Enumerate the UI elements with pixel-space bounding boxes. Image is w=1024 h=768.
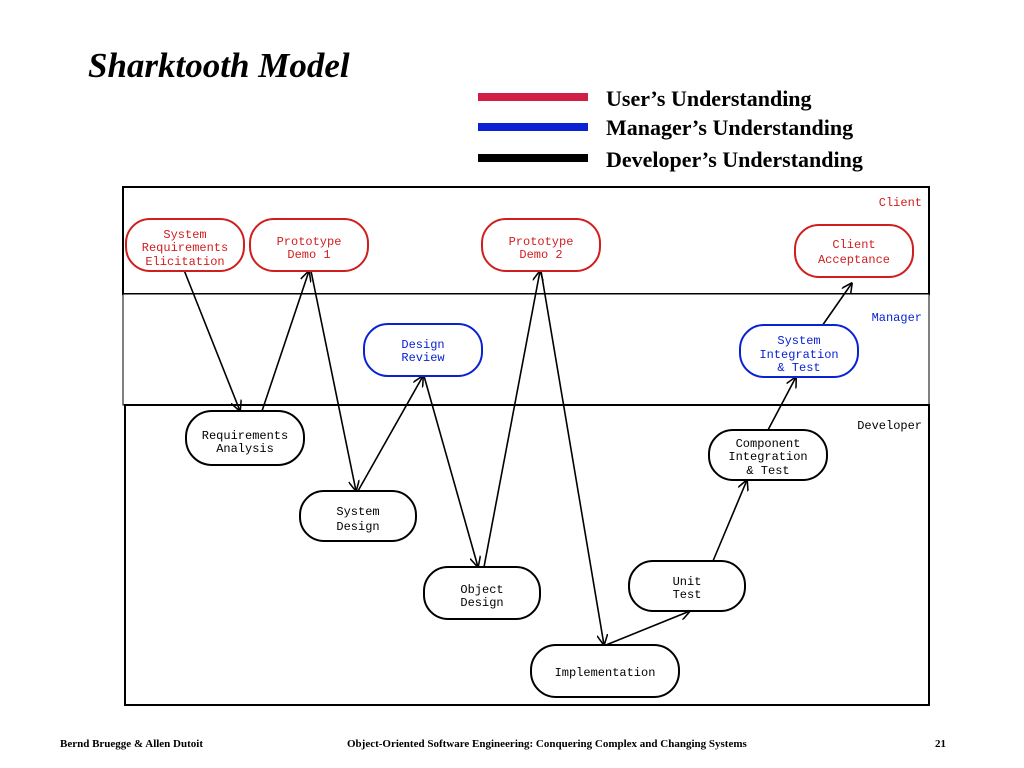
svg-text:Design: Design [401,338,444,352]
svg-text:Requirements: Requirements [142,241,228,255]
svg-text:& Test: & Test [777,361,820,375]
legend-swatch-user [478,93,588,101]
flow-arrow [712,480,747,562]
flow-arrow [261,271,309,412]
svg-text:Acceptance: Acceptance [818,253,890,267]
flow-arrow [183,269,240,411]
node-system-integration-test: System Integration & Test [739,324,859,378]
svg-text:Test: Test [673,588,702,602]
legend-label-manager: Manager’s Understanding [606,115,854,140]
svg-text:Design: Design [336,520,379,534]
node-system-requirements-elicitation: System Requirements Elicitation [125,218,245,272]
legend-swatch-manager [478,123,588,131]
flow-arrow [423,375,478,567]
legend-label-user: User’s Understanding [606,86,812,111]
flow-arrow [357,376,423,492]
svg-text:Prototype: Prototype [509,235,574,249]
footer-authors: Bernd Bruegge & Allen Dutoit [60,738,203,750]
svg-text:Client: Client [832,238,875,252]
svg-text:Demo 1: Demo 1 [287,248,330,262]
svg-text:System: System [777,334,820,348]
node-implementation: Implementation [530,644,680,698]
svg-text:& Test: & Test [746,464,789,478]
node-prototype-demo-2: Prototype Demo 2 [481,218,601,272]
svg-text:Demo 2: Demo 2 [519,248,562,262]
svg-text:Prototype: Prototype [277,235,342,249]
svg-text:Unit: Unit [673,575,702,589]
svg-text:Review: Review [401,351,445,365]
flow-arrow [483,271,540,568]
node-requirements-analysis: Requirements Analysis [185,410,305,466]
lane-label-manager: Manager [872,311,922,325]
page-number: 21 [935,738,946,750]
lane-label-developer: Developer [857,419,922,433]
lane-label-client: Client [879,196,922,210]
svg-text:Object: Object [460,583,503,597]
legend-label-developer: Developer’s Understanding [606,147,863,172]
node-unit-test: Unit Test [628,560,746,612]
svg-text:Analysis: Analysis [216,442,274,456]
flow-arrow [767,377,796,431]
node-component-integration-test: Component Integration & Test [708,429,828,481]
legend-swatch-developer [478,154,588,162]
svg-text:Elicitation: Elicitation [145,255,224,269]
node-design-review: Design Review [363,323,483,377]
svg-text:Integration: Integration [728,450,807,464]
slide-title: Sharktooth Model [88,46,350,85]
node-system-design: System Design [299,490,417,542]
flow-arrow [310,270,356,491]
svg-text:Implementation: Implementation [555,666,656,680]
footer-book-title: Object-Oriented Software Engineering: Co… [347,738,747,750]
node-client-acceptance: Client Acceptance [794,224,914,278]
node-prototype-demo-1: Prototype Demo 1 [249,218,369,272]
svg-text:Integration: Integration [759,348,838,362]
svg-text:Component: Component [736,437,801,451]
svg-text:System: System [336,505,379,519]
node-object-design: Object Design [423,566,541,620]
flow-arrow [605,611,690,646]
svg-text:Requirements: Requirements [202,429,288,443]
svg-text:System: System [163,228,206,242]
flow-arrow [821,283,852,327]
flow-arrow [540,270,604,645]
svg-text:Design: Design [460,596,503,610]
